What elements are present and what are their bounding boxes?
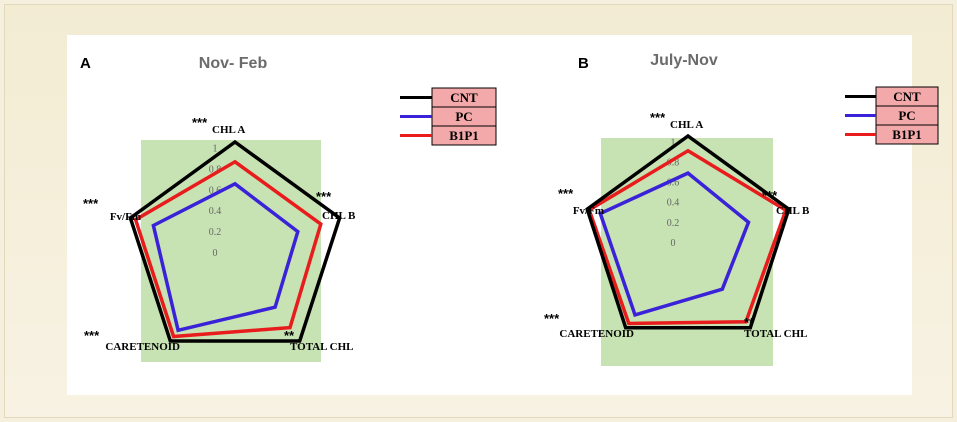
legend-label: PC xyxy=(455,109,472,124)
axis-label: Fv/Fm xyxy=(110,211,141,223)
series-b1p1-polygon xyxy=(587,148,788,326)
significance-mark: *** xyxy=(558,186,574,201)
legend-label: CNT xyxy=(450,90,478,105)
axis-label: CHL A xyxy=(212,124,245,136)
panel-label: B xyxy=(578,55,589,72)
tick-label: 0 xyxy=(671,238,676,249)
axis-label: Fv/Fm xyxy=(573,205,604,217)
legend-label: B1P1 xyxy=(449,128,479,143)
axis-label: CARETENOID xyxy=(105,341,180,353)
significance-mark: *** xyxy=(762,188,778,203)
legend-label: B1P1 xyxy=(892,127,922,142)
tick-label: 0.6 xyxy=(209,185,222,196)
tick-label: 0.2 xyxy=(209,227,222,238)
tick-label: 0.4 xyxy=(209,206,222,217)
tick-label: 0.8 xyxy=(667,157,680,168)
tick-label: 0 xyxy=(213,248,218,259)
legend-label: CNT xyxy=(893,89,921,104)
axis-label: CHL B xyxy=(776,205,810,217)
panel-label: A xyxy=(80,55,91,72)
tick-label: 0.8 xyxy=(209,164,222,175)
axis-label: CARETENOID xyxy=(559,328,634,340)
significance-mark: ** xyxy=(284,328,295,343)
series-cnt-polygon xyxy=(585,133,791,330)
legend-label: PC xyxy=(898,108,915,123)
significance-mark: *** xyxy=(84,328,100,343)
significance-mark: *** xyxy=(83,196,99,211)
tick-label: 1 xyxy=(671,137,676,148)
series-b1p1-polygon xyxy=(133,159,323,339)
significance-mark: ** xyxy=(744,315,755,330)
significance-mark: *** xyxy=(544,311,560,326)
axis-label: CHL B xyxy=(322,210,356,222)
chart-title: Nov- Feb xyxy=(199,55,268,72)
significance-mark: *** xyxy=(650,110,666,125)
series-cnt-polygon xyxy=(128,139,342,343)
tick-label: 0.4 xyxy=(667,198,680,209)
chart-title: July-Nov xyxy=(650,52,718,69)
axis-label: CHL A xyxy=(670,119,703,131)
significance-mark: *** xyxy=(316,189,332,204)
tick-label: 1 xyxy=(213,144,218,155)
tick-label: 0.6 xyxy=(667,178,680,189)
series-pc-polygon xyxy=(151,181,300,333)
series-pc-polygon xyxy=(598,171,751,318)
axis-label: TOTAL CHL xyxy=(290,341,353,353)
significance-mark: *** xyxy=(192,115,208,130)
radar-chart-a: A Nov- Feb 1 0.8 0.6 0.4 0.2 0 CHL A *** CHL B *** T… xyxy=(80,55,497,362)
legend: CNT PC B1P1 xyxy=(845,86,939,145)
legend: CNT PC B1P1 xyxy=(400,87,497,146)
axis-label: TOTAL CHL xyxy=(744,328,807,340)
tick-label: 0.2 xyxy=(667,218,680,229)
radar-chart-b: B July-Nov 1 0.8 0.6 0.4 0.2 0 CHL A *** CHL B *** T… xyxy=(544,52,939,366)
